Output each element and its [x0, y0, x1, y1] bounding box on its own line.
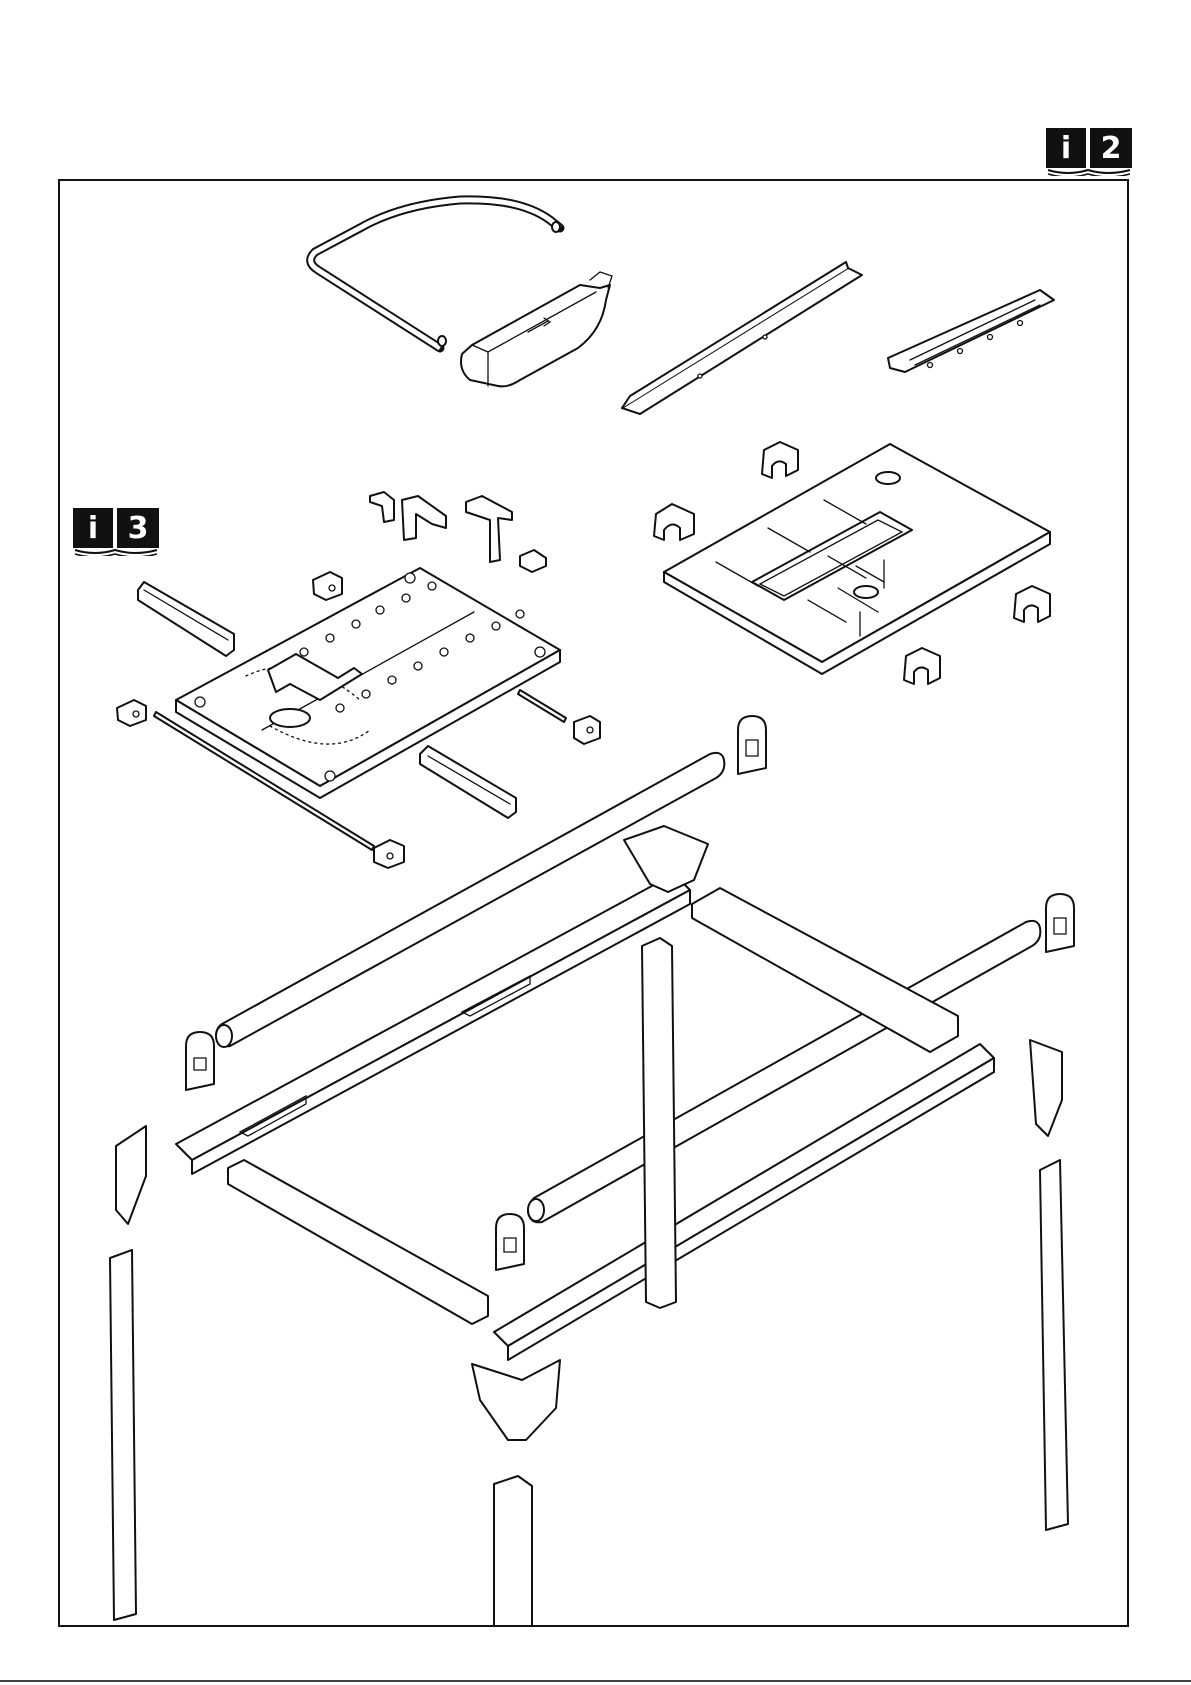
- footer-rule: [0, 1680, 1191, 1682]
- clamp-brackets: [370, 492, 546, 572]
- angle-rail-part: [622, 262, 862, 414]
- blade-guard-part: [461, 272, 612, 386]
- slotted-strip-part: [888, 290, 1054, 372]
- extension-table-part: [664, 444, 1050, 674]
- long-tubes: [216, 753, 1040, 1222]
- frame-beams: [176, 874, 994, 1360]
